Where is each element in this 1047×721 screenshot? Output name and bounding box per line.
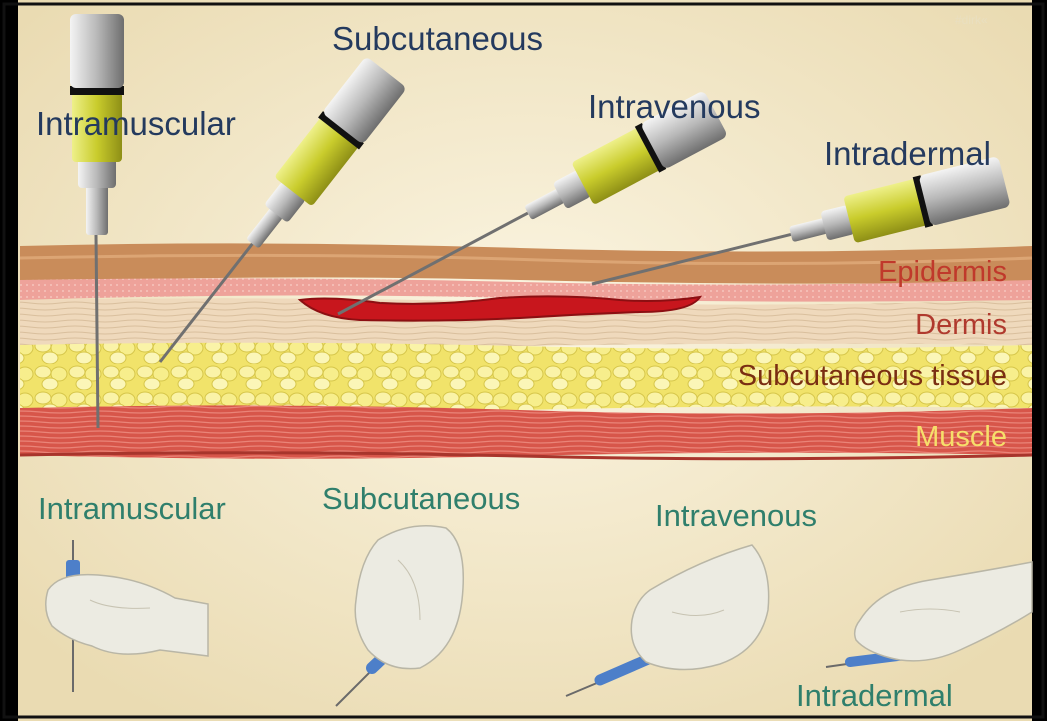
muscle-layer xyxy=(20,405,1032,458)
label-subcutaneous-top: Subcutaneous xyxy=(332,22,543,55)
label-subcutaneous-bottom: Subcutaneous xyxy=(322,483,520,514)
label-epidermis: Epidermis xyxy=(878,258,1007,287)
label-intravenous-bottom: Intravenous xyxy=(655,500,817,531)
label-dermis: Dermis xyxy=(915,311,1007,340)
label-intradermal-top: Intradermal xyxy=(824,137,991,170)
label-subcutaneous-tissue: Subcutaneous tissue xyxy=(738,362,1007,391)
label-intravenous-top: Intravenous xyxy=(588,90,760,123)
label-muscle: Muscle xyxy=(915,423,1007,452)
label-intramuscular-bottom: Intramuscular xyxy=(38,493,226,524)
watermark: #dirk« xyxy=(955,14,988,26)
label-intradermal-bottom: Intradermal xyxy=(796,680,953,711)
label-intramuscular-top: Intramuscular xyxy=(36,107,236,140)
